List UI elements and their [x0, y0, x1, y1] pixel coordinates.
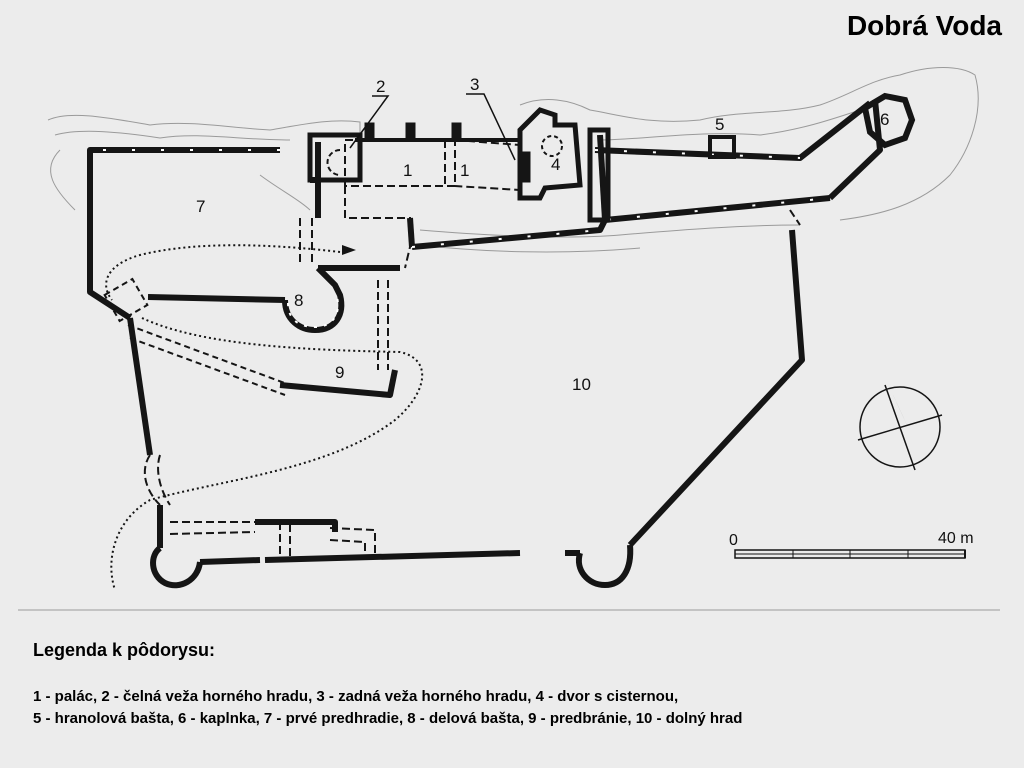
- label-leaders: [349, 93, 516, 161]
- label-1a: 1: [403, 161, 412, 180]
- south-towers: [150, 544, 634, 589]
- label-3: 3: [470, 75, 479, 94]
- west-gate: [103, 277, 291, 396]
- square-bastion: [708, 135, 736, 159]
- castle-walls: [87, 99, 883, 565]
- wall-markers: [90, 149, 831, 248]
- label-7: 7: [196, 197, 205, 216]
- legend-heading: Legenda k pôdorysu:: [33, 640, 216, 660]
- label-10: 10: [572, 375, 591, 394]
- label-4: 4: [551, 155, 560, 174]
- rock-terrain: [47, 67, 979, 253]
- label-8: 8: [294, 291, 303, 310]
- chapel: [861, 92, 916, 149]
- cannon-bastion: [282, 265, 345, 334]
- castle-floor-plan: 1 1 2 3 4 5 6 7 8 9 10 0 40 m: [18, 67, 1000, 611]
- dashed-walls: [143, 209, 801, 556]
- path-arrow: [342, 245, 356, 255]
- scale-bar: [734, 549, 966, 559]
- legend-line-2: 5 - hranolová bašta, 6 - kaplnka, 7 - pr…: [33, 710, 743, 727]
- upper-castle: [299, 107, 611, 269]
- label-1b: 1: [460, 161, 469, 180]
- plan-labels: 1 1 2 3 4 5 6 7 8 9 10: [196, 75, 889, 394]
- label-6: 6: [880, 110, 889, 129]
- legend-line-1: 1 - palác, 2 - čelná veža horného hradu,…: [33, 688, 679, 705]
- access-path: [105, 244, 424, 591]
- compass-icon: [857, 384, 943, 471]
- scale-start: 0: [729, 532, 738, 549]
- label-9: 9: [335, 363, 344, 382]
- label-2: 2: [376, 77, 385, 96]
- page-title: Dobrá Voda: [846, 10, 1002, 41]
- scale-end: 40 m: [938, 530, 974, 547]
- label-5: 5: [715, 115, 724, 134]
